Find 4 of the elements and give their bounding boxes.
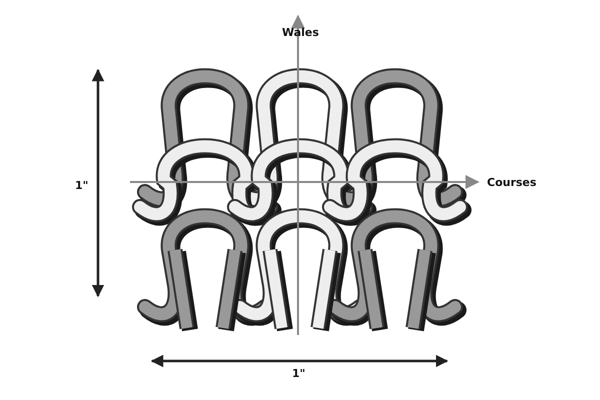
dimension-label: 1" [292,367,306,380]
axis-label: Wales [282,26,319,39]
dimension-label: 1" [75,179,88,192]
axis-label: Courses [487,176,536,189]
